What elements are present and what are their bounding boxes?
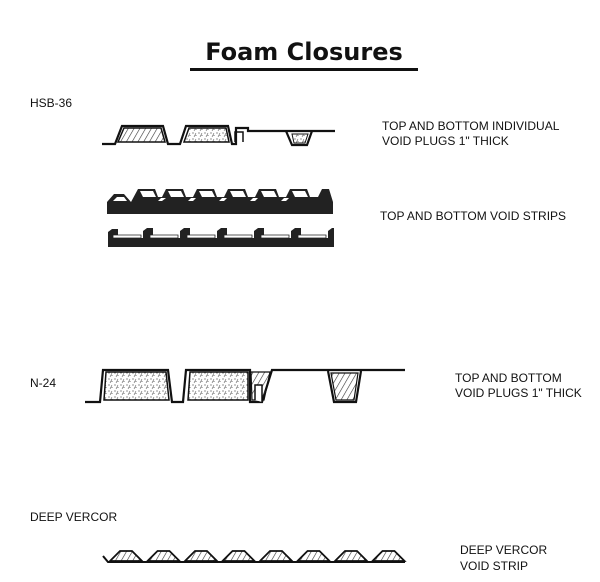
hsb36-bottom-void-strip bbox=[108, 228, 334, 247]
vercor-hump bbox=[145, 550, 182, 562]
n24-plug-valley bbox=[330, 372, 359, 401]
caption-hsb36-plugs-line1: TOP AND BOTTOM INDIVIDUAL bbox=[382, 119, 560, 133]
vercor-hump bbox=[220, 550, 257, 562]
vercor-hump bbox=[370, 550, 407, 562]
section-label-deep-vercor: DEEP VERCOR bbox=[30, 510, 118, 524]
caption-n24-line1: TOP AND BOTTOM bbox=[455, 371, 562, 385]
caption-vercor-line1: DEEP VERCOR bbox=[460, 543, 548, 557]
n24-lock-seam bbox=[254, 384, 263, 402]
title-underline bbox=[190, 68, 418, 71]
hsb36-plug-2 bbox=[182, 127, 230, 143]
deep-vercor-void-strip bbox=[102, 550, 407, 563]
hsb36-deck-profile bbox=[102, 124, 335, 147]
caption-n24-line2: VOID PLUGS 1" THICK bbox=[455, 386, 582, 400]
vercor-hump bbox=[295, 550, 332, 562]
hsb36-lock-seam bbox=[234, 131, 244, 142]
hsb36-plug-1 bbox=[116, 127, 166, 143]
section-label-n24: N-24 bbox=[30, 376, 57, 390]
hsb36-top-void-strip bbox=[107, 189, 333, 214]
n24-plug-1 bbox=[103, 371, 170, 401]
hsb36-plug-3 bbox=[291, 133, 309, 144]
n24-plug-2 bbox=[187, 371, 249, 401]
vercor-hump bbox=[332, 550, 370, 562]
caption-hsb36-plugs-line2: VOID PLUGS 1" THICK bbox=[382, 134, 509, 148]
vercor-hump bbox=[182, 550, 220, 562]
section-label-hsb36: HSB-36 bbox=[30, 96, 73, 110]
vercor-hump bbox=[257, 550, 295, 562]
caption-vercor-line2: VOID STRIP bbox=[460, 559, 529, 573]
vercor-hump bbox=[107, 550, 145, 562]
page-title: Foam Closures bbox=[205, 38, 403, 66]
caption-hsb36-strips: TOP AND BOTTOM VOID STRIPS bbox=[380, 209, 567, 223]
